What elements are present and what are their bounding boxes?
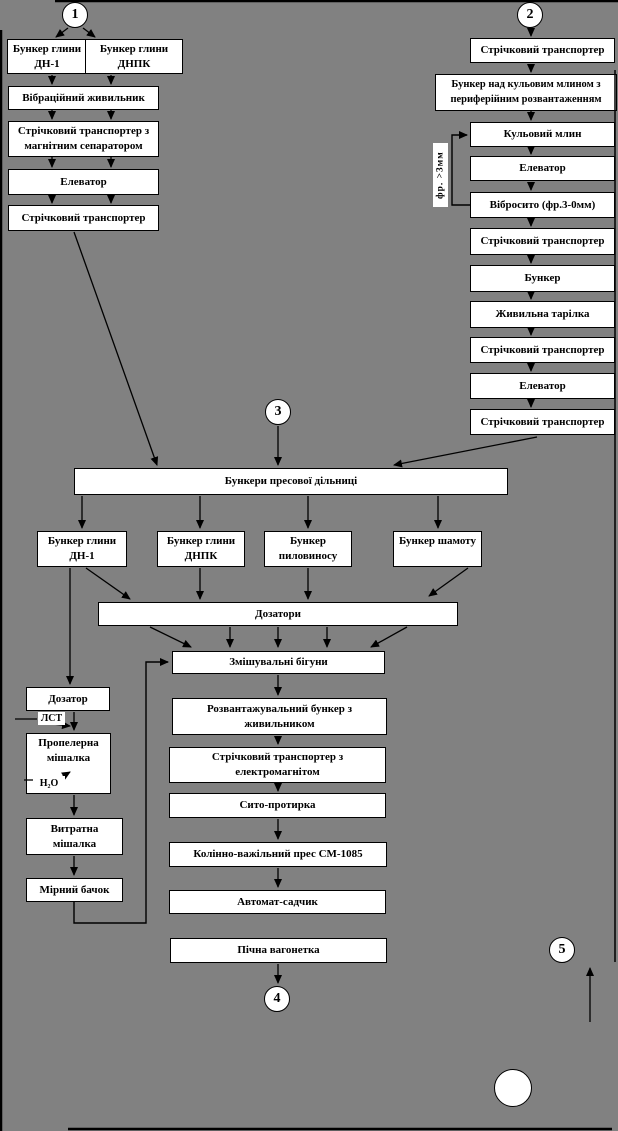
node-measuring-tank: Мірний бачок <box>26 878 123 902</box>
node-pb-dust: Бункер пиловиносу <box>264 531 352 567</box>
flow-arrow <box>85 567 131 600</box>
node-belt-magnetic: Стрічковий транспортер з магнітним сепар… <box>8 121 159 157</box>
node-feed-plate: Живильна тарілка <box>470 301 615 328</box>
flow-arrow <box>149 626 192 648</box>
node-dosers: Дозатори <box>98 602 458 626</box>
node-lever-press: Колінно-важільний прес СМ-1085 <box>169 842 387 867</box>
flow-arrow <box>55 27 69 38</box>
connector-circle-c1: 1 <box>62 2 88 28</box>
node-belt-2: Стрічковий транспортер <box>470 38 615 63</box>
flow-arrow <box>428 567 469 597</box>
flow-return-path <box>451 131 470 206</box>
connector-circle-c3: 3 <box>265 399 291 425</box>
node-mixing-runners: Змішувальні бігуни <box>172 651 385 674</box>
additive-label-h2o: Н₂О <box>33 776 65 791</box>
node-discharge-bunker: Розвантажувальний бункер з живильником <box>172 698 387 735</box>
node-bunker-mid: Бункер <box>470 265 615 292</box>
node-pb-dn1: Бункер глини ДН-1 <box>37 531 127 567</box>
node-consumption-mixer: Витратна мішалка <box>26 818 123 855</box>
node-belt-3: Стрічковий транспортер <box>470 228 615 255</box>
flow-arrow <box>73 231 159 466</box>
node-mill-bunker: Бункер над кульовим млином з периферійни… <box>435 74 617 111</box>
flow-return-path <box>73 658 169 924</box>
node-elevator-1: Елеватор <box>8 169 159 195</box>
node-sieve-rubbing: Сито-протирка <box>169 793 386 818</box>
node-prep-bunker-dn1: Бункер глини ДН-1 <box>7 39 87 74</box>
node-belt-1: Стрічковий транспортер <box>8 205 159 231</box>
node-vibro-sieve: Вібросито (фр.3-0мм) <box>470 192 615 218</box>
flow-arrow <box>393 436 538 468</box>
flow-arrow <box>82 27 96 38</box>
connector-circle-c4: 4 <box>264 986 290 1012</box>
connector-circle-c2: 2 <box>517 2 543 28</box>
node-pb-chamotte: Бункер шамоту <box>393 531 482 567</box>
node-ball-mill: Кульовий млин <box>470 122 615 147</box>
node-belt-electromagnet: Стрічковий транспортер з електромагнітом <box>169 747 386 783</box>
node-belt-5: Стрічковий транспортер <box>470 409 615 435</box>
node-auto-setter: Автомат-садчик <box>169 890 386 914</box>
node-vibro-feeder: Вібраційний живильник <box>8 86 159 110</box>
connector-circle-c6 <box>494 1069 532 1107</box>
node-pb-dnpk: Бункер глини ДНПК <box>157 531 245 567</box>
node-doser-additive: Дозатор <box>26 687 110 711</box>
node-press-bunkers: Бункери пресової дільниці <box>74 468 508 495</box>
node-prep-bunker-dnpk: Бункер глини ДНПК <box>85 39 183 74</box>
connector-circle-c5: 5 <box>549 937 575 963</box>
node-kiln-car: Пічна вагонетка <box>170 938 387 963</box>
node-belt-4: Стрічковий транспортер <box>470 337 615 363</box>
additive-label-lst: ЛСТ <box>38 712 65 725</box>
flow-arrow <box>370 626 408 648</box>
